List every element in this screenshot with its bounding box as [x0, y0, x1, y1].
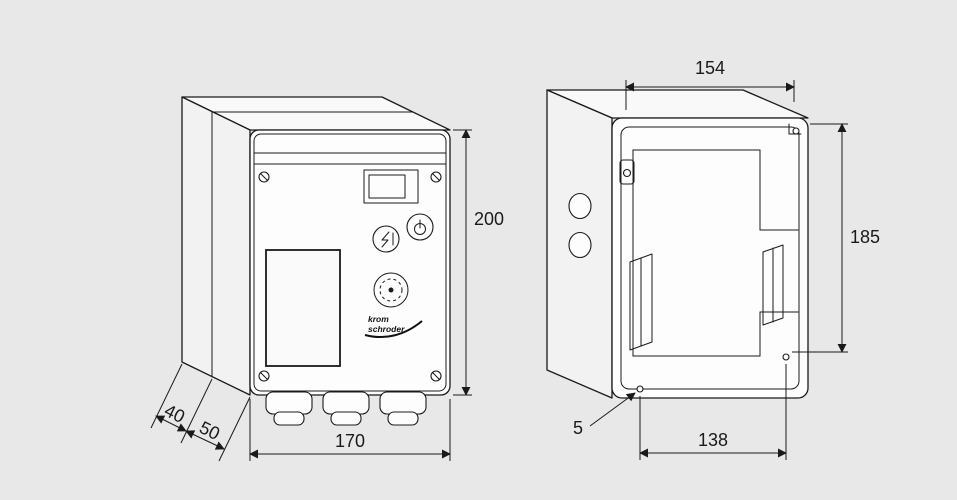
- housing-rear-face: [611, 117, 809, 399]
- front-door-outline: [253, 133, 447, 392]
- dimension-height: 200: [453, 129, 504, 396]
- dim-label-hole-offset: 5: [573, 418, 583, 438]
- dim-label-height: 200: [474, 209, 504, 229]
- screw-hole: [792, 127, 800, 135]
- knob-center-dot: [388, 287, 394, 293]
- housing-inner-wall: [620, 126, 800, 390]
- mounting-rail-right: [762, 244, 784, 326]
- cable-gland: [322, 391, 370, 426]
- adjustment-knob: [373, 272, 409, 308]
- dim-label-depth-front: 50: [196, 417, 223, 444]
- mounting-tab-top-right: [788, 123, 802, 135]
- mounting-rail-left: [629, 253, 653, 351]
- screw-hole: [622, 168, 632, 178]
- logo-swoosh: [364, 320, 423, 339]
- reset-icon: [381, 231, 390, 248]
- cable-glands: [265, 391, 427, 426]
- brand-logo: krom schroder: [364, 314, 423, 339]
- status-display: [363, 169, 419, 204]
- panel-screws: [258, 171, 442, 382]
- dimension-width: 170: [249, 399, 451, 461]
- mounting-tab-top-left: [619, 159, 635, 185]
- dim-label-inner-height: 185: [850, 227, 880, 247]
- fixing-hole-right: [782, 353, 790, 361]
- fixing-hole-left: [636, 385, 644, 393]
- cable-gland: [379, 391, 427, 426]
- dimension-inner-width: 154: [625, 58, 795, 110]
- enclosure-side-face: [181, 96, 251, 396]
- logo-line1: krom: [368, 314, 389, 324]
- entry-hole: [568, 192, 592, 220]
- dim-label-inner-width: 154: [695, 58, 725, 78]
- power-button: [406, 213, 434, 241]
- reset-button: [372, 225, 400, 253]
- dim-label-hole-spacing: 138: [698, 430, 728, 450]
- housing-seam-lines: [211, 111, 413, 378]
- dimension-hole-spacing: 138: [639, 364, 787, 460]
- dim-label-depth-rear: 40: [161, 400, 188, 427]
- header-strip: [253, 152, 447, 165]
- dimension-hole-offset: 5: [573, 392, 636, 438]
- cable-gland: [265, 391, 313, 426]
- logo-line2: schroder: [368, 324, 405, 334]
- interior-recess-outline: [632, 149, 799, 357]
- display-window: [265, 249, 341, 367]
- right-view-housing: 154 185 138 5: [546, 58, 880, 460]
- side-entry-holes: [568, 192, 592, 259]
- left-view-device: krom schroder 200: [150, 96, 504, 462]
- dim-label-width: 170: [335, 431, 365, 451]
- dimension-inner-height: 185: [792, 123, 880, 353]
- display-screen: [368, 174, 406, 199]
- entry-hole: [568, 231, 592, 259]
